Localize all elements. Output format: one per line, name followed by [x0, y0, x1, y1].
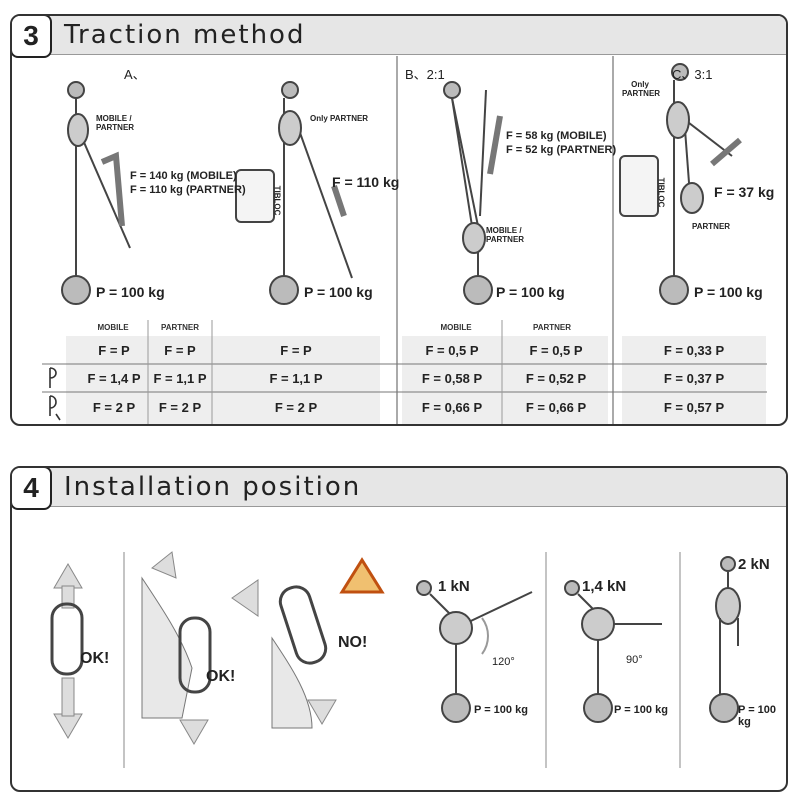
only-partner-label: Only PARTNER: [310, 114, 369, 123]
angle-label: 90°: [626, 654, 643, 666]
table-header: PARTNER: [160, 323, 200, 332]
diagram-label-c: C、3:1: [672, 67, 713, 82]
force-label: F = 52 kg (PARTNER): [506, 144, 617, 156]
diagram-label-a: A、: [124, 67, 146, 82]
force-label: F = 110 kg (PARTNER): [130, 184, 246, 196]
table-background: [402, 336, 608, 424]
pulley-angle-120: [416, 580, 533, 723]
table-cell: F = 0,37 P: [663, 371, 725, 386]
table-cell: F = P: [98, 343, 130, 358]
table-header: MOBILE: [97, 323, 129, 332]
load-label: P = 100 kg: [496, 284, 565, 300]
warning-icon: [339, 557, 385, 594]
only-partner-label: Only PARTNER: [622, 80, 661, 98]
section-header: 3 Traction method: [12, 16, 786, 58]
carabiner-loop-icon: [49, 395, 61, 421]
pulley-diagram-a1: [61, 81, 131, 305]
load-label: P = 100 kg: [96, 284, 165, 300]
section-number: 3: [12, 16, 52, 58]
table-cell: F = 2 P: [92, 400, 136, 415]
carabiner-incorrect: [231, 557, 385, 729]
section-header: 4 Installation position: [12, 468, 786, 510]
tibloc-label: TIBLOC: [656, 177, 666, 208]
table-cell: F = P: [164, 343, 196, 358]
mobile-partner-label: MOBILE / PARTNER: [486, 226, 525, 244]
force-kn-label: 2 kN: [738, 556, 770, 573]
force-label: F = 110 kg: [332, 174, 400, 190]
pulley-diagram-b: [443, 81, 503, 305]
force-label: F = 37 kg: [714, 184, 775, 200]
pulley-diagram-a2: [235, 81, 353, 305]
table-cell: F = 2 P: [274, 400, 318, 415]
force-label: F = 58 kg (MOBILE): [506, 130, 607, 142]
ok-label: OK!: [80, 650, 110, 667]
table-cell: F = 0,33 P: [663, 343, 725, 358]
pulley-diagram-c: [619, 63, 742, 305]
load-label: P = 100 kg: [614, 704, 668, 716]
table-background: [622, 336, 766, 424]
section-number: 4: [12, 468, 52, 510]
table-background: [66, 336, 380, 424]
table-cell: F = P: [280, 343, 312, 358]
mobile-partner-label: MOBILE / PARTNER: [96, 114, 135, 132]
table-cell: F = 2 P: [158, 400, 202, 415]
force-label: F = 140 kg (MOBILE): [130, 170, 237, 182]
carabiner-correct-2: [141, 551, 212, 745]
load-label: P = 100 kg: [694, 284, 763, 300]
table-cell: F = 0,58 P: [421, 371, 483, 386]
table-cell: F = 0,66 P: [525, 400, 587, 415]
table-cell: F = 0,66 P: [421, 400, 483, 415]
tibloc-label: TIBLOC: [272, 185, 282, 216]
pulley-angle-90: [564, 580, 662, 723]
load-label: P = 100 kg: [304, 284, 373, 300]
traction-method-panel: 3 Traction method: [10, 14, 788, 426]
table-cell: F = 1,1 P: [269, 371, 323, 386]
no-label: NO!: [338, 634, 368, 651]
table-cell: F = 1,4 P: [87, 371, 141, 386]
partner-label: PARTNER: [692, 222, 731, 231]
carabiner-icon: [49, 367, 57, 388]
load-label: P = 100 kg: [474, 704, 528, 716]
table-header: PARTNER: [532, 323, 572, 332]
carabiner-correct-1: [50, 563, 84, 739]
force-kn-label: 1,4 kN: [582, 578, 627, 595]
diagram-label-b: B、2:1: [405, 67, 445, 82]
table-cell: F = 0,5 P: [529, 343, 583, 358]
traction-diagrams: [42, 56, 767, 424]
section-title: Traction method: [64, 20, 306, 50]
table-cell: F = 0,52 P: [525, 371, 587, 386]
installation-diagrams: [50, 551, 741, 768]
table-cell: F = 1,1 P: [153, 371, 207, 386]
installation-position-panel: 4 Installation position: [10, 466, 788, 792]
table-header: MOBILE: [440, 323, 472, 332]
table-cell: F = 0,57 P: [663, 400, 725, 415]
pulley-vertical: [709, 556, 741, 723]
load-label: P = 100 kg: [738, 704, 777, 728]
table-cell: F = 0,5 P: [425, 343, 479, 358]
force-kn-label: 1 kN: [438, 578, 470, 595]
section-title: Installation position: [64, 472, 362, 502]
ok-label: OK!: [206, 668, 236, 685]
angle-label: 120°: [492, 656, 515, 668]
